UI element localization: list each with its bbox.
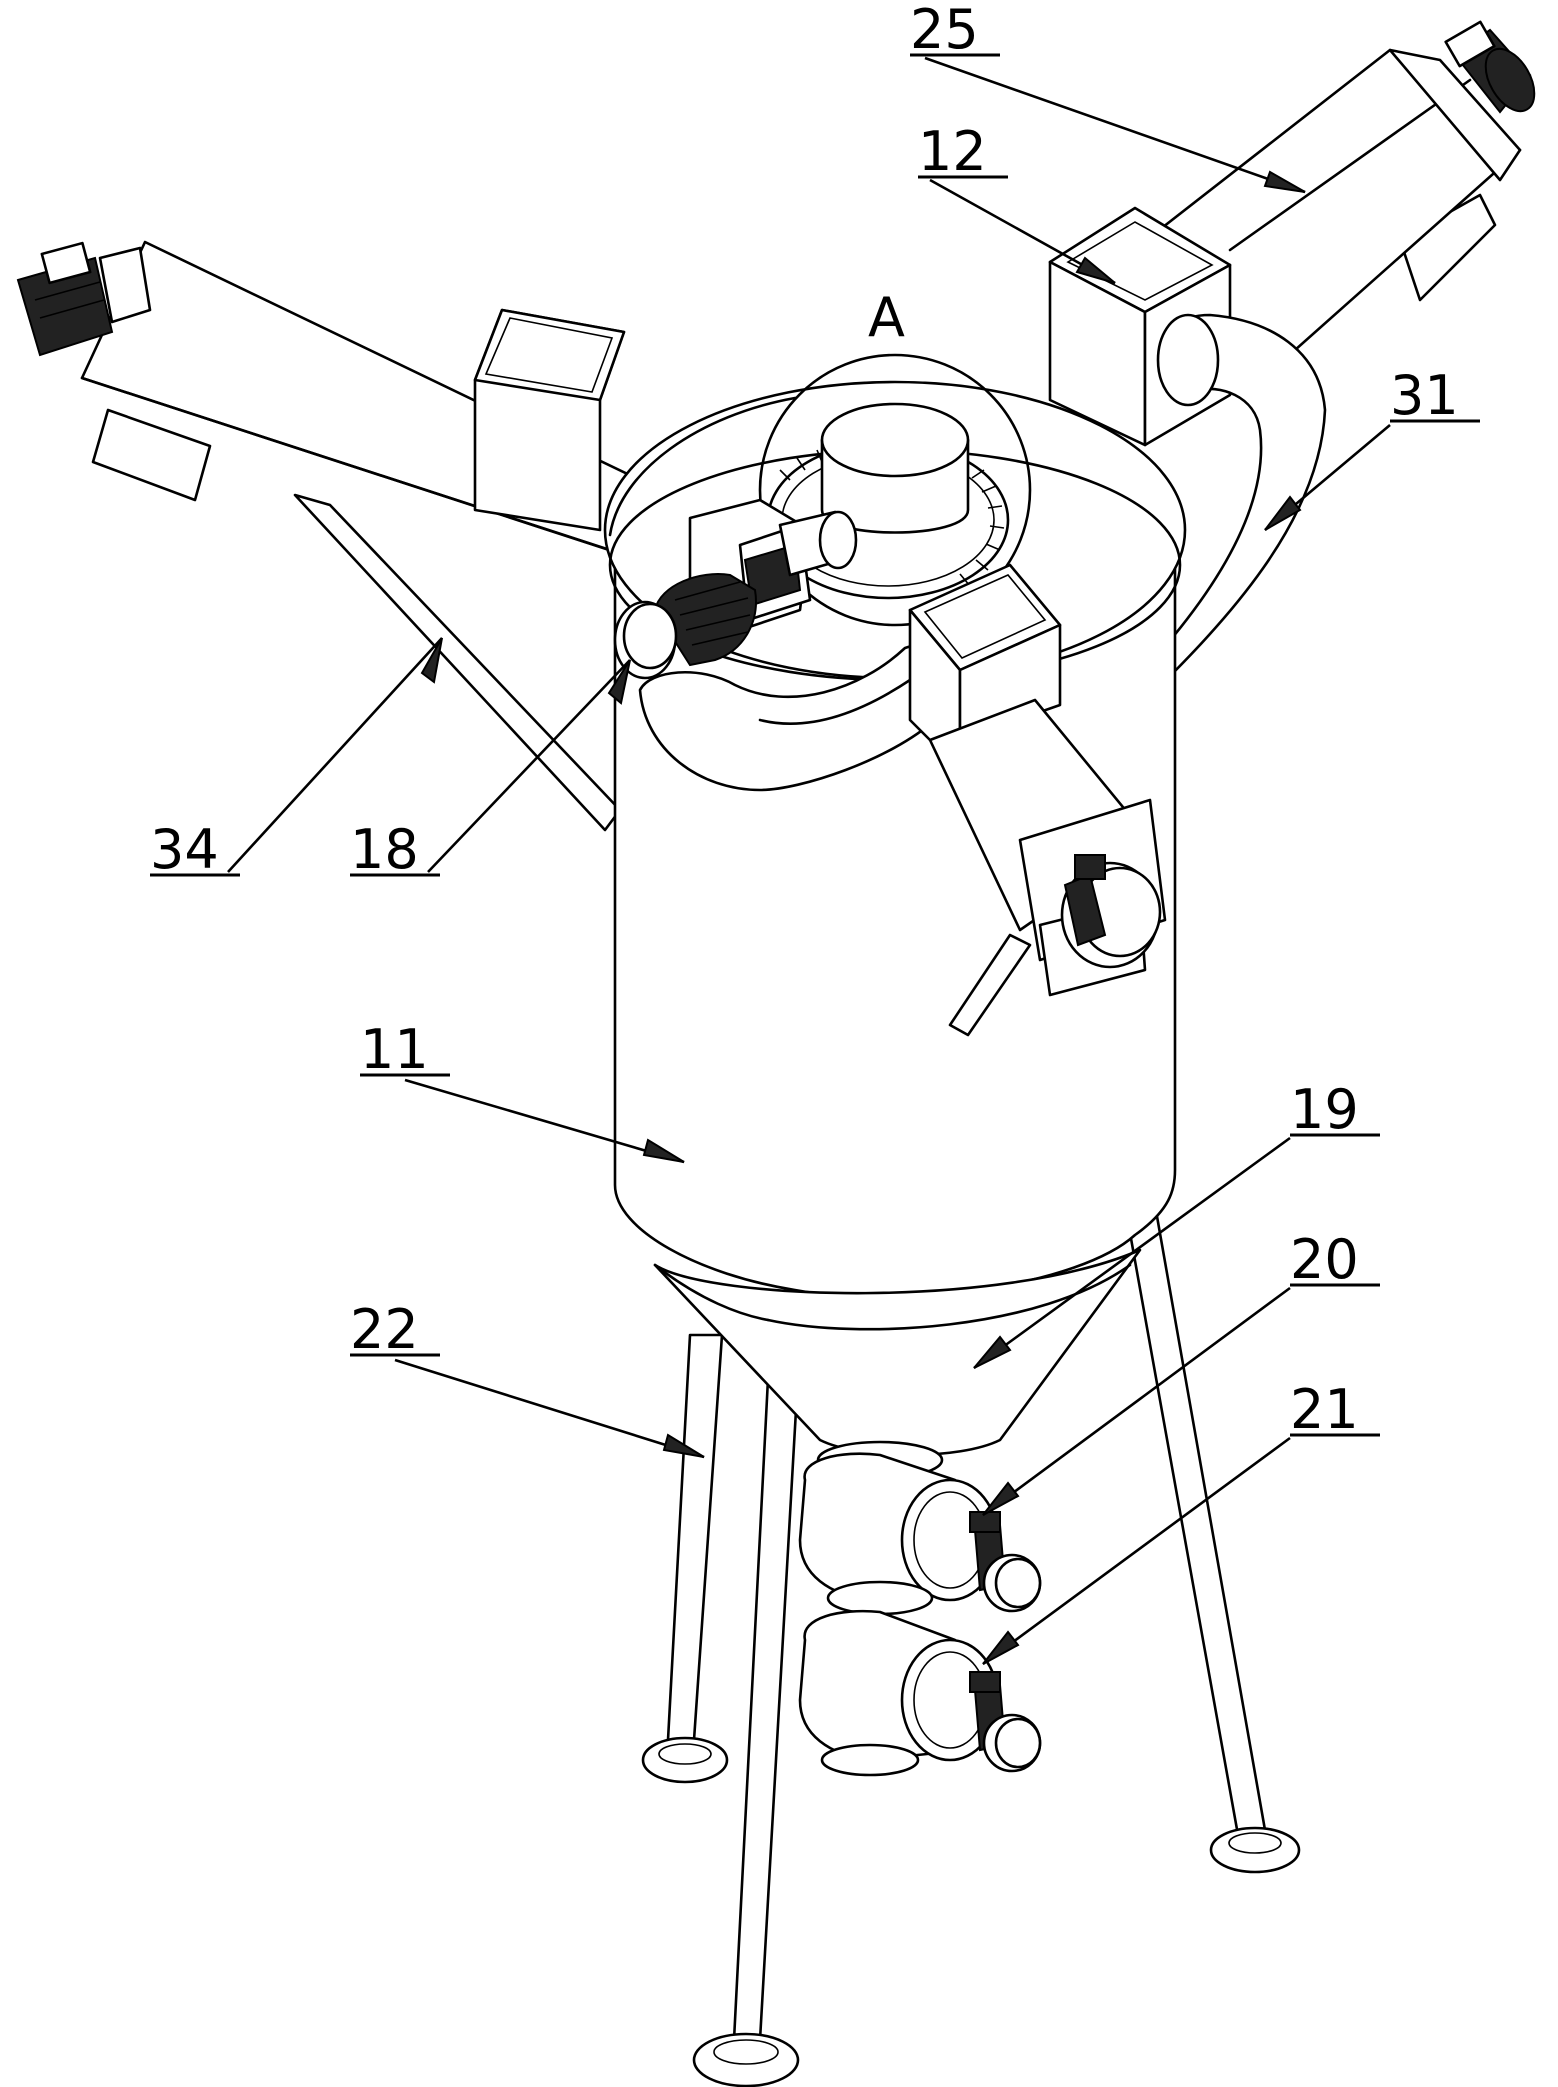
leg-right: [1123, 1203, 1301, 1874]
leg-front-left: [692, 1338, 802, 2087]
label-22: 22: [350, 1298, 419, 1361]
label-31: 31: [1390, 364, 1459, 427]
label-21: 21: [1290, 1378, 1359, 1441]
callout-21: 21: [982, 1378, 1380, 1666]
callout-a: A: [868, 286, 905, 349]
left-screw-conveyor: [16, 240, 642, 832]
left-conveyor-motor: [16, 241, 152, 357]
detail-circle-a: [758, 353, 1032, 627]
callout-25: 25: [910, 0, 1306, 194]
callout-18: 18: [350, 659, 631, 881]
label-20: 20: [1290, 1228, 1359, 1291]
callout-12: 12: [918, 120, 1116, 285]
stirrer-motor: [613, 498, 858, 680]
label-18: 18: [350, 818, 419, 881]
leg-back-left: [641, 1333, 729, 1784]
label-19: 19: [1290, 1078, 1359, 1141]
callout-labels: 25 12 A 31 34 18: [150, 0, 1480, 1666]
callout-22: 22: [350, 1298, 705, 1459]
label-12: 12: [918, 120, 987, 183]
callout-31: 31: [1264, 364, 1480, 531]
lower-rotary-valve: [798, 1609, 1042, 1773]
label-34: 34: [150, 818, 219, 881]
label-11: 11: [360, 1018, 429, 1081]
left-feed-hopper: [473, 308, 626, 532]
right-conveyor-motor: [1444, 20, 1536, 114]
rotary-valves: [798, 1440, 1042, 1777]
callout-20: 20: [982, 1228, 1380, 1517]
label-25: 25: [910, 0, 979, 61]
upper-rotary-valve: [798, 1452, 1042, 1613]
callout-11: 11: [360, 1018, 685, 1164]
side-feed-conveyor: [908, 563, 1167, 1037]
label-a: A: [868, 286, 905, 349]
right-screw-conveyor: [1048, 20, 1536, 447]
callout-34: 34: [150, 637, 443, 881]
callout-19: 19: [973, 1078, 1380, 1370]
right-feed-hopper: [1048, 206, 1232, 447]
